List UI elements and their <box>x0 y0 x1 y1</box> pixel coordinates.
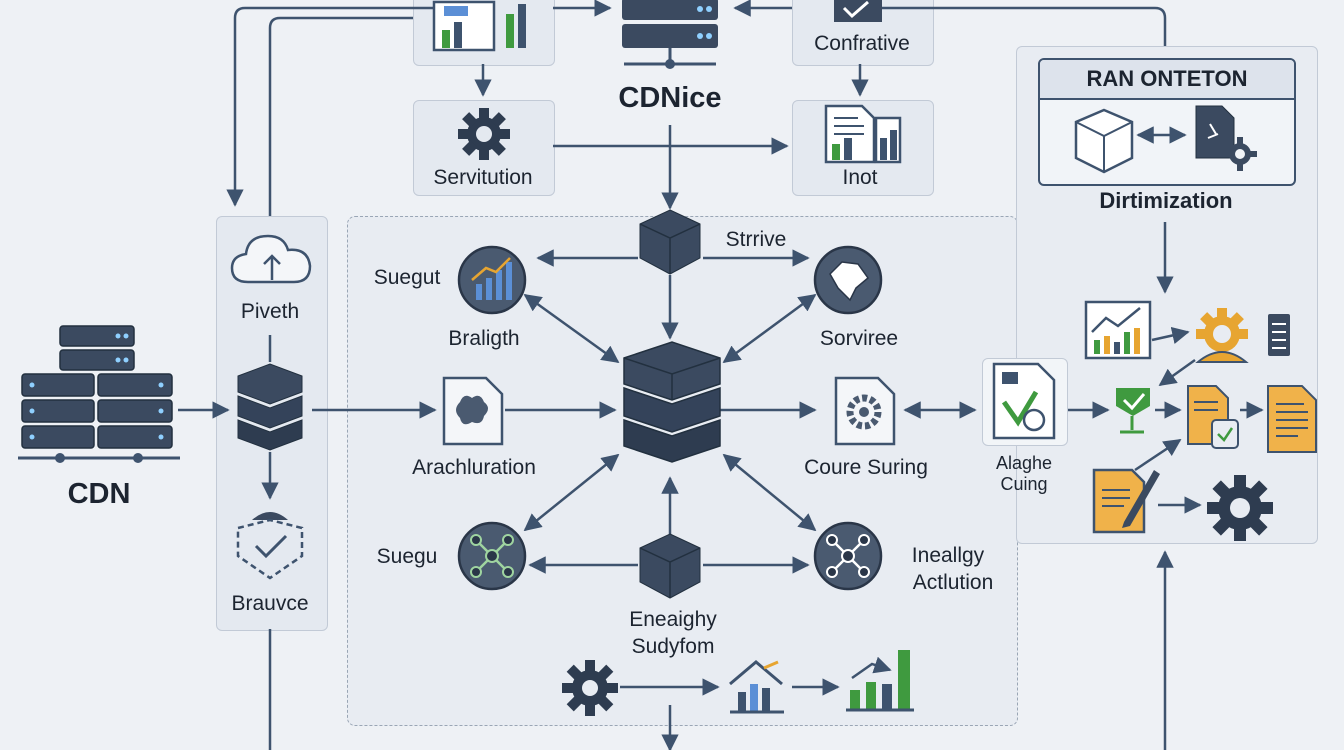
sudyfom-label: Sudyfom <box>631 635 715 658</box>
green-check-shield-icon <box>1116 388 1150 434</box>
trend-chart-icon <box>1084 300 1152 360</box>
cdn-server-rack-icon <box>18 325 180 463</box>
orange-doc-badge-icon <box>1187 385 1239 449</box>
servitution-label: Servitution <box>433 166 533 189</box>
sorviree-map-icon <box>813 245 883 315</box>
arachluration-label: Arachluration <box>412 456 536 479</box>
bottom-gear-icon <box>562 660 618 716</box>
cdnice-label: CDNice <box>618 82 722 114</box>
cloud-upload-icon <box>230 234 312 284</box>
suegu-network-icon <box>457 521 527 591</box>
eneaighy-cube-icon <box>639 533 701 599</box>
braligth-growth-chart-icon <box>457 245 527 315</box>
bottom-right-gear-icon <box>1207 475 1273 541</box>
eneaighy-label: Eneaighy <box>629 608 717 631</box>
central-server-hub-icon <box>623 341 721 463</box>
cdnice-server-icon <box>622 0 718 69</box>
ineallgy-label: Ineallgy <box>911 544 985 567</box>
coure-suring-label: Coure Suring <box>804 456 928 479</box>
loop-right-top <box>860 6 1167 46</box>
alaghe-label: Alaghe <box>995 453 1053 473</box>
ran-cube-icon <box>1074 108 1134 174</box>
inot-label: Inot <box>842 166 878 189</box>
orange-gear-person-icon <box>1195 308 1249 363</box>
strrive-cube-icon <box>639 209 701 275</box>
orange-doc-icon <box>1267 385 1317 453</box>
suegut-label: Suegut <box>373 266 441 289</box>
actlution-label: Actlution <box>912 571 994 594</box>
confrative-label: Confrative <box>814 32 910 55</box>
dirtimization-label: Dirtimization <box>1099 188 1233 213</box>
strrive-label: Strrive <box>725 228 787 251</box>
cdn-label: CDN <box>67 478 131 510</box>
pivetth-label: Piveth <box>240 300 300 323</box>
orange-doc-pen-icon <box>1092 468 1160 534</box>
inot-report-icon <box>824 104 902 164</box>
brauvce-label: Brauvce <box>231 592 309 615</box>
battery-icon <box>1268 314 1290 356</box>
alaghe-check-doc-icon <box>992 362 1056 440</box>
coure-suring-gear-doc-icon <box>834 376 896 446</box>
ineallgy-network-icon <box>813 521 883 591</box>
arachluration-puzzle-icon <box>442 376 504 446</box>
pivetth-up <box>268 16 413 216</box>
confrative-doc-icon <box>834 0 882 22</box>
ran-title-bar: RAN ONTETON <box>1040 60 1294 100</box>
braligth-label: Braligth <box>448 327 520 350</box>
suegu-label: Suegu <box>376 545 438 568</box>
sorviree-label: Sorviree <box>819 327 899 350</box>
cuing-label: Cuing <box>1000 474 1048 494</box>
loop-left-top <box>226 6 483 207</box>
pivetth-server-icon <box>237 363 303 451</box>
dashboard-chart-icon <box>432 0 526 52</box>
brauvce-shield-check-icon <box>236 512 304 580</box>
servitution-gear-icon <box>458 108 510 160</box>
house-chart-icon <box>729 660 784 714</box>
growth-bars-icon <box>846 650 914 712</box>
ran-doc-gear-icon <box>1195 105 1257 171</box>
